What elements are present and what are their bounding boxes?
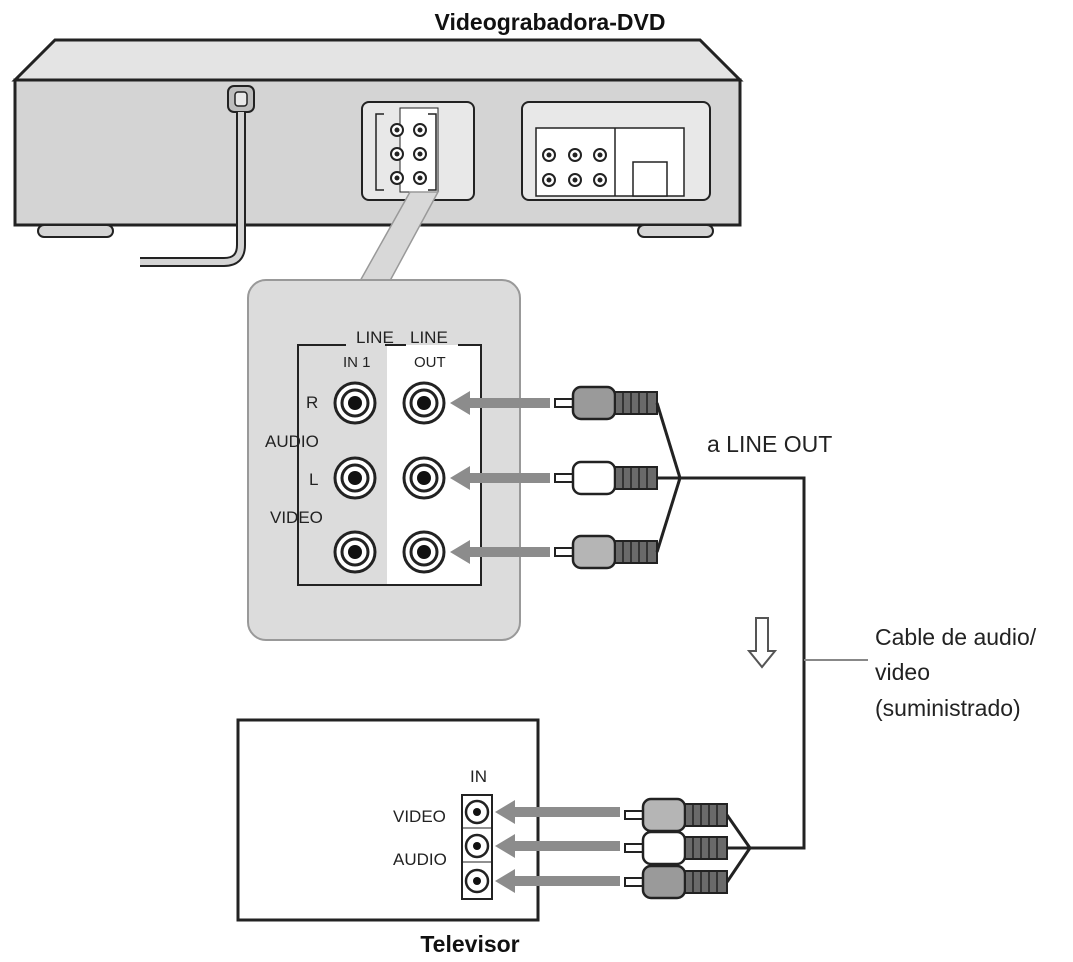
channel-r-label: R	[306, 393, 318, 412]
line-out-jack-l	[402, 456, 446, 500]
plug-lower-red	[624, 864, 728, 900]
line-out-jacks	[402, 381, 446, 574]
arrow-to-line-out-l	[450, 466, 550, 490]
plug-upper-red	[554, 385, 658, 421]
line-in-jack-video	[333, 530, 377, 574]
device-title: Videograbadora-DVD	[435, 9, 666, 35]
arrow-to-tv-video	[495, 800, 620, 824]
arrow-to-line-out-video	[450, 540, 550, 564]
line-in-label-top: LINE	[356, 328, 394, 347]
rear-jack-panel	[361, 101, 475, 201]
tv-jack-audio-1	[464, 833, 490, 859]
arrow-to-line-out-r	[450, 391, 550, 415]
cable-callout-line3: (suministrado)	[875, 695, 1021, 721]
arrow-to-tv-audio-2	[495, 869, 620, 893]
device-foot-right	[637, 224, 714, 238]
line-out-callout: a LINE OUT	[707, 431, 832, 457]
video-label: VIDEO	[270, 508, 323, 527]
line-out-label-bottom: OUT	[414, 354, 446, 371]
tv-in-label: IN	[470, 767, 487, 786]
tv-video-label: VIDEO	[393, 807, 446, 826]
television: IN VIDEO AUDIO	[236, 718, 540, 922]
device-foot-left	[37, 224, 114, 238]
tv-arrows	[495, 800, 620, 893]
line-out-jack-r	[402, 381, 446, 425]
power-cord	[140, 85, 255, 267]
tv-audio-label: AUDIO	[393, 850, 447, 869]
line-out-jack-video	[402, 530, 446, 574]
plug-lower-white	[624, 830, 728, 866]
plug-upper-white	[554, 460, 658, 496]
line-out-plugs	[554, 385, 658, 570]
magnified-jack-panel: LINE IN 1 LINE OUT R AUDIO L VIDEO	[247, 279, 521, 641]
line-in-label-bottom: IN 1	[343, 354, 371, 371]
dvd-recorder	[11, 38, 744, 267]
signal-direction-arrow	[746, 617, 778, 669]
arrow-to-tv-audio-1	[495, 834, 620, 858]
cable-callout-line2: video	[875, 659, 930, 685]
tv-jack-video	[464, 799, 490, 825]
line-in-jacks	[333, 381, 377, 574]
tv-jack-audio-2	[464, 868, 490, 894]
audio-label: AUDIO	[265, 432, 319, 451]
rear-output-panel	[521, 101, 711, 201]
line-in-jack-r	[333, 381, 377, 425]
tv-title: Televisor	[420, 931, 519, 957]
plug-upper-yellow	[554, 534, 658, 570]
line-out-arrows	[450, 391, 550, 564]
tv-plugs	[624, 797, 728, 900]
line-out-label-top: LINE	[410, 328, 448, 347]
plug-lower-yellow	[624, 797, 728, 833]
av-cable	[655, 402, 806, 883]
channel-l-label: L	[309, 470, 318, 489]
line-in-jack-l	[333, 456, 377, 500]
cable-callout-line1: Cable de audio/	[875, 624, 1037, 650]
